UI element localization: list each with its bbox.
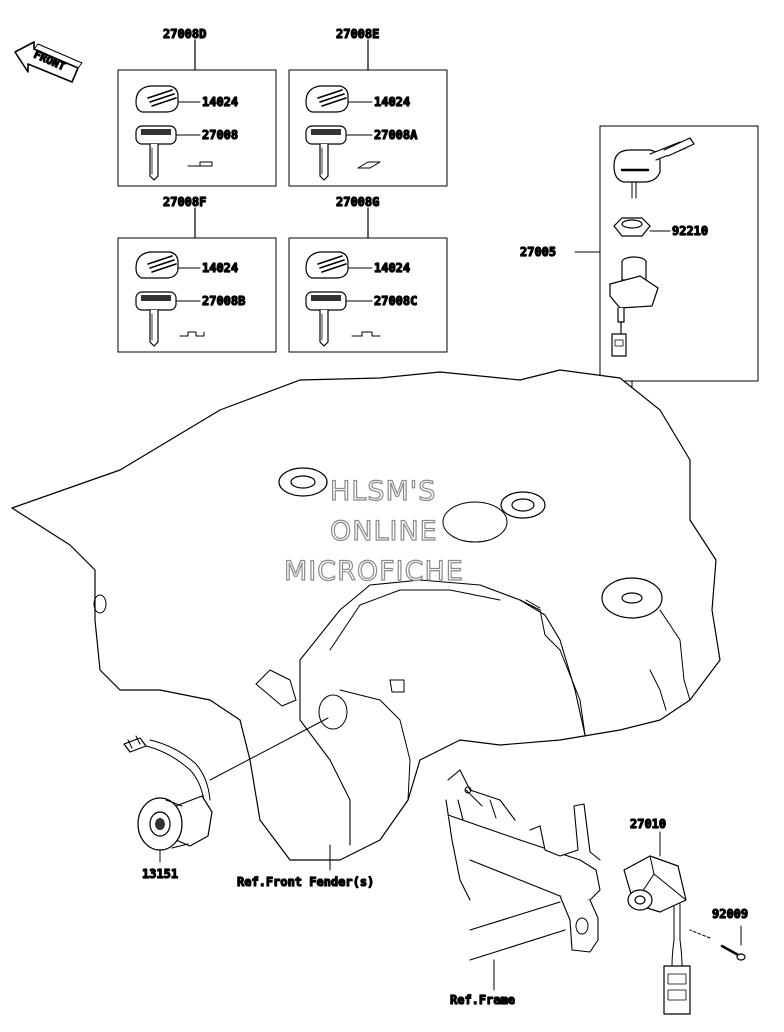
key-code-symbol [179,331,205,337]
screw-part-number: 92009 [712,907,748,921]
watermark-line-1: HLSM'S [330,476,436,507]
nut-part-number: 92210 [672,224,708,238]
ref-frame-label: Ref.Frame [450,993,515,1007]
front-fender [11,369,721,861]
key-knob-icon [135,251,179,279]
frame [445,769,601,961]
key-blade-icon [135,125,177,181]
switch-lower-part-number: 13151 [142,867,178,881]
key-part-number: 27008 [202,128,238,142]
hex-nut-icon [613,217,651,237]
ref-front-fender-label: Ref.Front Fender(s) [237,875,374,889]
watermark-line-2: ONLINE [330,516,438,547]
switch-13151 [123,735,213,851]
key-set-label: 27008G [336,195,379,209]
key-part-number: 27008B [202,294,245,308]
assembly-part-number: 27005 [520,245,556,259]
key-code-symbol [351,331,381,337]
key-set-label: 27008E [336,27,379,41]
knob-part-number: 14024 [374,261,410,275]
ignition-switch-body-icon [609,256,659,357]
key-code-symbol [357,161,381,169]
key-set-label: 27008D [163,27,206,41]
screw-icon [720,944,746,961]
key-blade-icon [135,291,177,347]
grommet-hole-icon [278,467,328,497]
key-set-label: 27008F [163,195,206,209]
ignition-knob-icon [613,137,695,199]
knob-part-number: 14024 [202,95,238,109]
watermark-line-3: MICROFICHE [284,556,464,587]
key-set-27008e: 27008E 14024 27008A [288,26,448,187]
key-blade-icon [305,125,347,181]
watermark: HLSM'S ONLINE MICROFICHE [283,475,464,587]
switch-27010 [623,855,691,1015]
switch-right-part-number: 27010 [630,817,666,831]
knob-part-number: 14024 [374,95,410,109]
key-set-27008d: 27008D 14024 27008 [117,26,277,187]
switch-mount-hole-icon [601,577,663,619]
key-knob-icon [305,251,349,279]
key-knob-icon [305,85,349,113]
key-part-number: 27008C [374,294,417,308]
front-arrow-icon: FRONT [14,41,83,83]
key-set-27008g: 27008G 14024 27008C [288,194,448,353]
key-blade-icon [305,291,347,347]
key-knob-icon [135,85,179,113]
grommet-hole-icon [500,491,546,519]
key-code-symbol [187,161,213,167]
key-part-number: 27008A [374,128,418,142]
ignition-switch-assembly: 27005 92210 [519,125,759,382]
key-set-27008f: 27008F 14024 27008B [117,194,277,353]
knob-part-number: 14024 [202,261,238,275]
